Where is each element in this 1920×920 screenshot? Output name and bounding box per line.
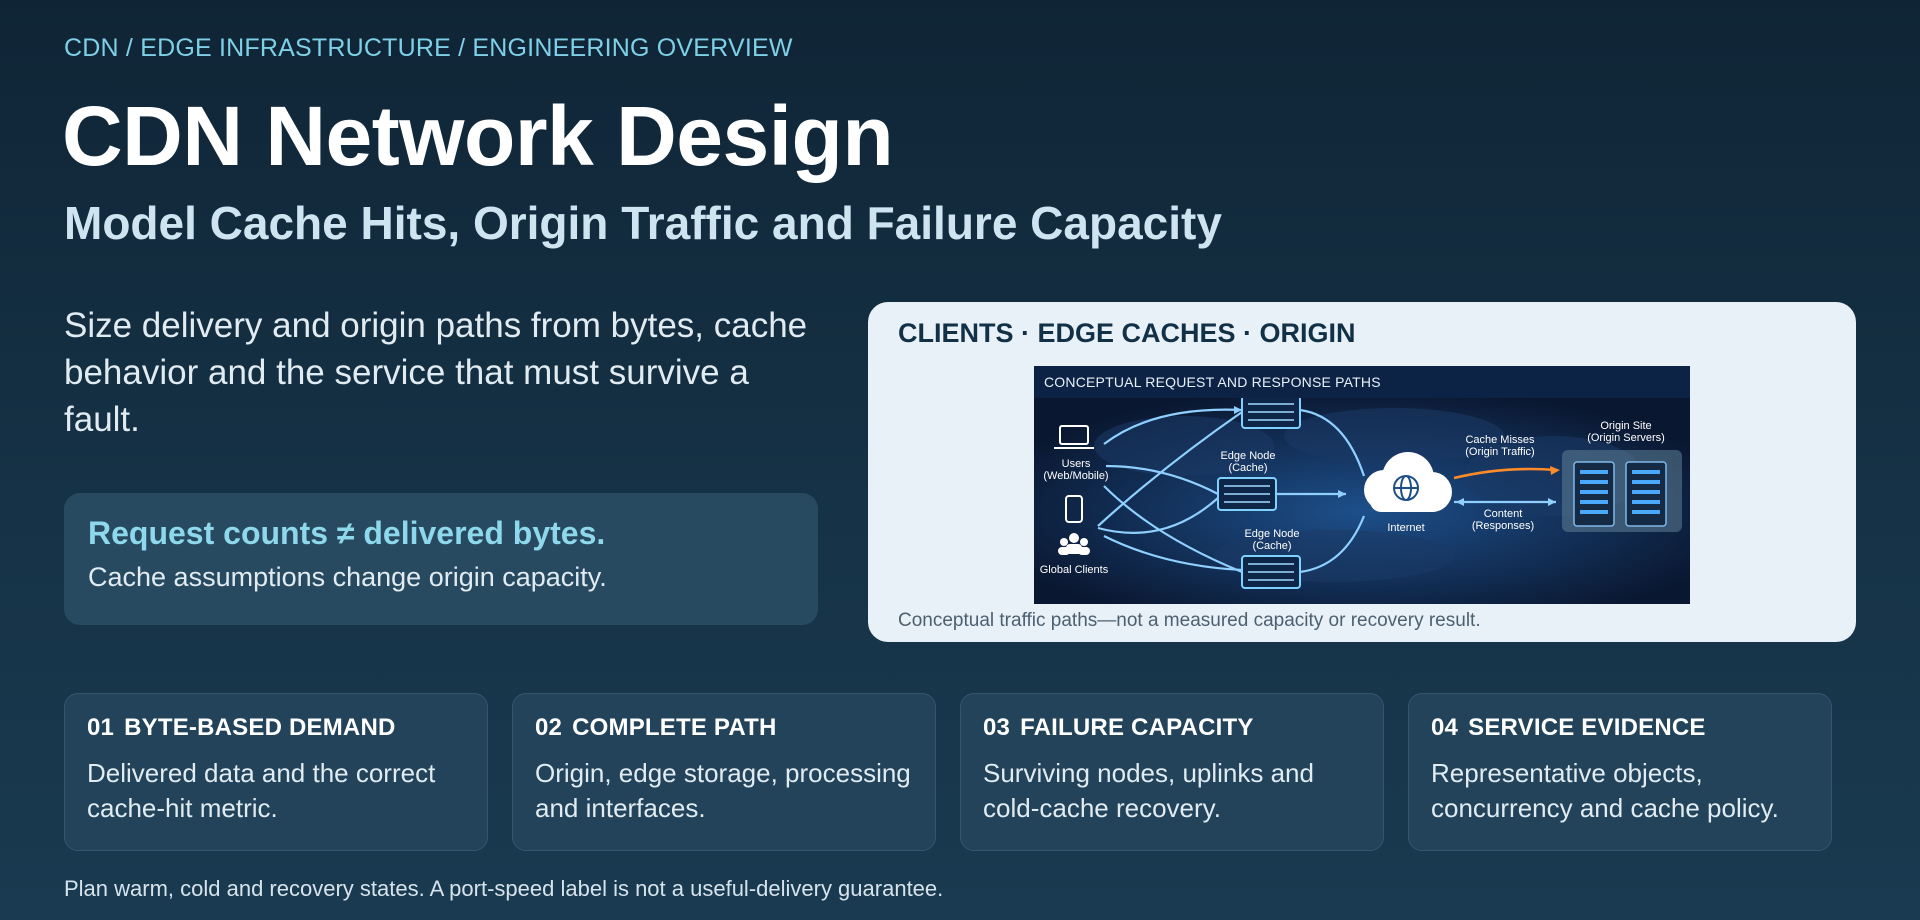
card-body: Surviving nodes, uplinks and cold-cache …: [983, 758, 1314, 823]
diagram-header: CONCEPTUAL REQUEST AND RESPONSE PATHS: [1034, 366, 1690, 398]
phone-icon: [1065, 495, 1083, 523]
page-title: CDN Network Design: [62, 89, 894, 183]
footer-note: Plan warm, cold and recovery states. A p…: [64, 876, 944, 901]
card-heading: COMPLETE PATH: [572, 714, 777, 741]
global-clients-label: Global Clients: [1039, 564, 1109, 576]
internet-label: Internet: [1387, 522, 1425, 534]
intro-text: Size delivery and origin paths from byte…: [64, 306, 808, 439]
callout-body: Cache assumptions change origin capacity…: [88, 562, 607, 592]
card-heading: SERVICE EVIDENCE: [1468, 714, 1706, 741]
panel-caption: Conceptual traffic paths—not a measured …: [898, 610, 1481, 631]
card-number: 02: [535, 714, 563, 741]
content-label: Content (Responses): [1471, 508, 1535, 532]
page-subtitle: Model Cache Hits, Origin Traffic and Fai…: [64, 197, 1222, 249]
card-complete-path: 02 COMPLETE PATH Origin, edge storage, pr…: [512, 693, 936, 851]
card-title: 02 COMPLETE PATH: [535, 714, 913, 742]
callout-heading: Request counts ≠ delivered bytes.: [88, 515, 606, 551]
edge-node-label: Edge Node (Cache): [1220, 450, 1276, 474]
card-number: 03: [983, 714, 1011, 741]
card-heading: FAILURE CAPACITY: [1020, 714, 1254, 741]
card-number: 01: [87, 714, 115, 741]
origin-servers-icon: [1562, 450, 1682, 532]
people-icon: [1058, 533, 1090, 555]
edge-node-label: Edge Node (Cache): [1244, 528, 1300, 552]
card-title: 04 SERVICE EVIDENCE: [1431, 714, 1809, 742]
card-body: Origin, edge storage, processing and int…: [535, 758, 911, 823]
card-title: 01 BYTE-BASED DEMAND: [87, 714, 465, 742]
card-failure-capacity: 03 FAILURE CAPACITY Surviving nodes, upli…: [960, 693, 1384, 851]
card-number: 04: [1431, 714, 1459, 741]
card-body: Delivered data and the correct cache-hit…: [87, 758, 436, 823]
globe-icon: [1393, 475, 1419, 501]
card-byte-based-demand: 01 BYTE-BASED DEMAND Delivered data and t…: [64, 693, 488, 851]
callout-box: Request counts ≠ delivered bytes. Cache …: [64, 493, 818, 625]
card-title: 03 FAILURE CAPACITY: [983, 714, 1361, 742]
cache-misses-label: Cache Misses (Origin Traffic): [1465, 434, 1535, 458]
diagram-panel: CLIENTS · EDGE CACHES · ORIGIN: [868, 302, 1856, 642]
card-service-evidence: 04 SERVICE EVIDENCE Representative object…: [1408, 693, 1832, 851]
card-heading: BYTE-BASED DEMAND: [124, 714, 396, 741]
laptop-icon: [1054, 425, 1094, 449]
users-label: Users (Web/Mobile): [1043, 458, 1109, 482]
origin-site-label: Origin Site (Origin Servers): [1587, 420, 1665, 444]
card-body: Representative objects, concurrency and …: [1431, 758, 1779, 823]
diagram-graphic: [1034, 395, 1690, 604]
cdn-diagram: CONCEPTUAL REQUEST AND RESPONSE PATHS Us…: [1034, 366, 1690, 604]
panel-title: CLIENTS · EDGE CACHES · ORIGIN: [898, 318, 1356, 348]
breadcrumb: CDN / EDGE INFRASTRUCTURE / ENGINEERING …: [64, 34, 793, 62]
